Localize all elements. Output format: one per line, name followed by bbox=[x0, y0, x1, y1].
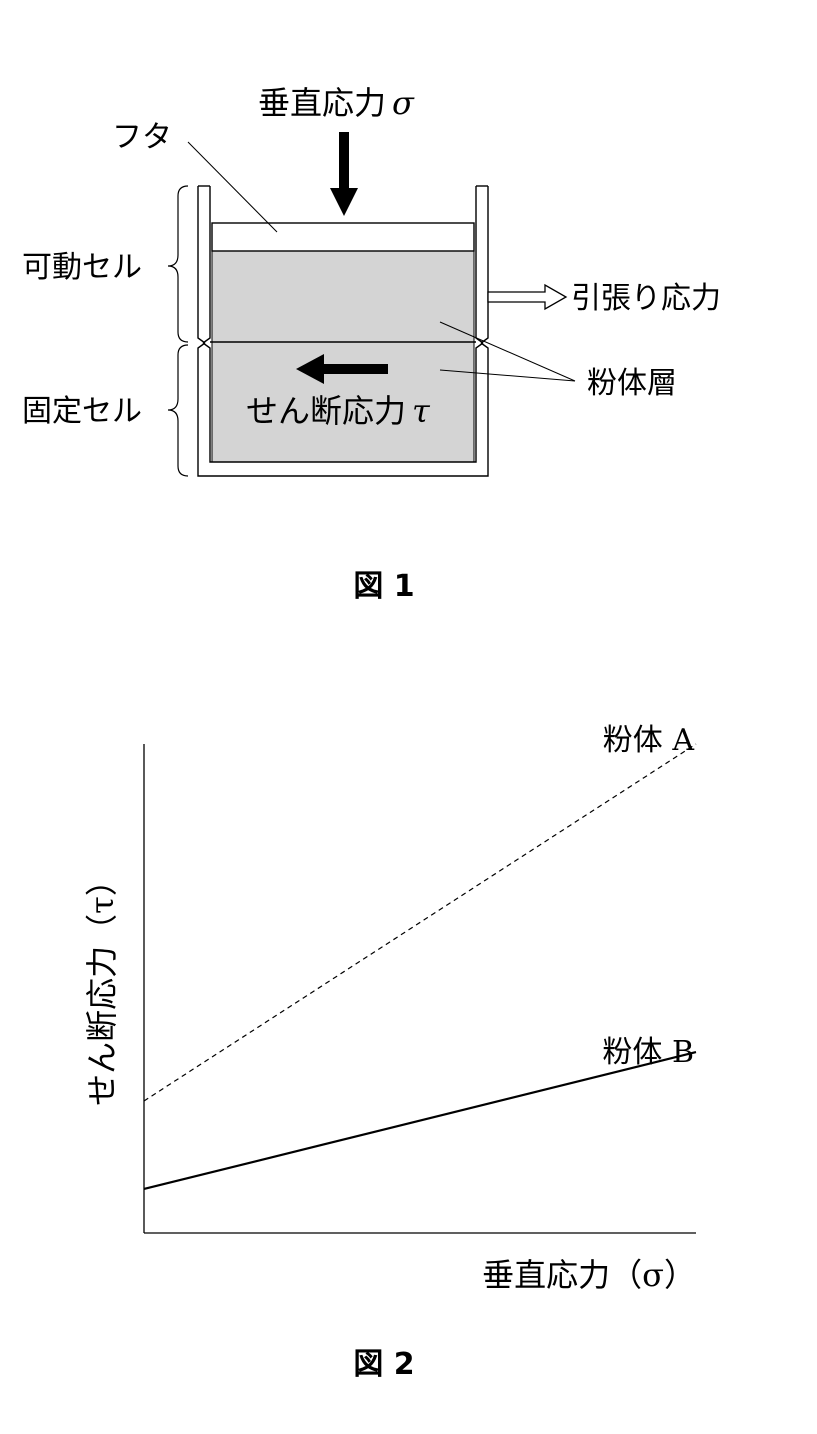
tensile-stress-label: 引張り応力 bbox=[571, 281, 721, 316]
figure2: 粉体 A 粉体 B せん断応力（τ） 垂直応力（σ） 図 2 bbox=[83, 723, 697, 1382]
lid-label: フタ bbox=[112, 120, 172, 155]
figure2-caption: 図 2 bbox=[353, 1347, 414, 1382]
movable-cell-walls bbox=[197, 185, 489, 344]
fixed-cell-label: 固定セル bbox=[22, 394, 142, 429]
figure1-caption: 図 1 bbox=[353, 569, 414, 604]
powder-layer-label: 粉体層 bbox=[587, 366, 677, 401]
movable-cell-label: 可動セル bbox=[22, 250, 142, 285]
lid-leader bbox=[187, 141, 278, 233]
fixed-cell-walls bbox=[197, 342, 489, 477]
x-axis-label: 垂直応力（σ） bbox=[482, 1256, 696, 1294]
lid bbox=[211, 222, 475, 252]
y-axis-label: せん断応力（τ） bbox=[83, 864, 121, 1106]
fixed-cell-brace bbox=[167, 344, 189, 477]
series-label-powder-a: 粉体 A bbox=[603, 723, 695, 758]
series-label-powder-b: 粉体 B bbox=[602, 1035, 694, 1070]
powder-leader-upper bbox=[439, 321, 576, 382]
powder-leader-lower bbox=[439, 369, 576, 382]
normal-stress-arrow bbox=[330, 132, 358, 216]
shear-stress-arrow bbox=[296, 354, 388, 384]
movable-cell-brace bbox=[167, 185, 189, 343]
tensile-stress-arrow bbox=[487, 283, 568, 311]
powder-layer bbox=[211, 250, 475, 463]
series-line-powder-a bbox=[143, 743, 697, 1102]
series-line-powder-b bbox=[143, 1051, 697, 1191]
